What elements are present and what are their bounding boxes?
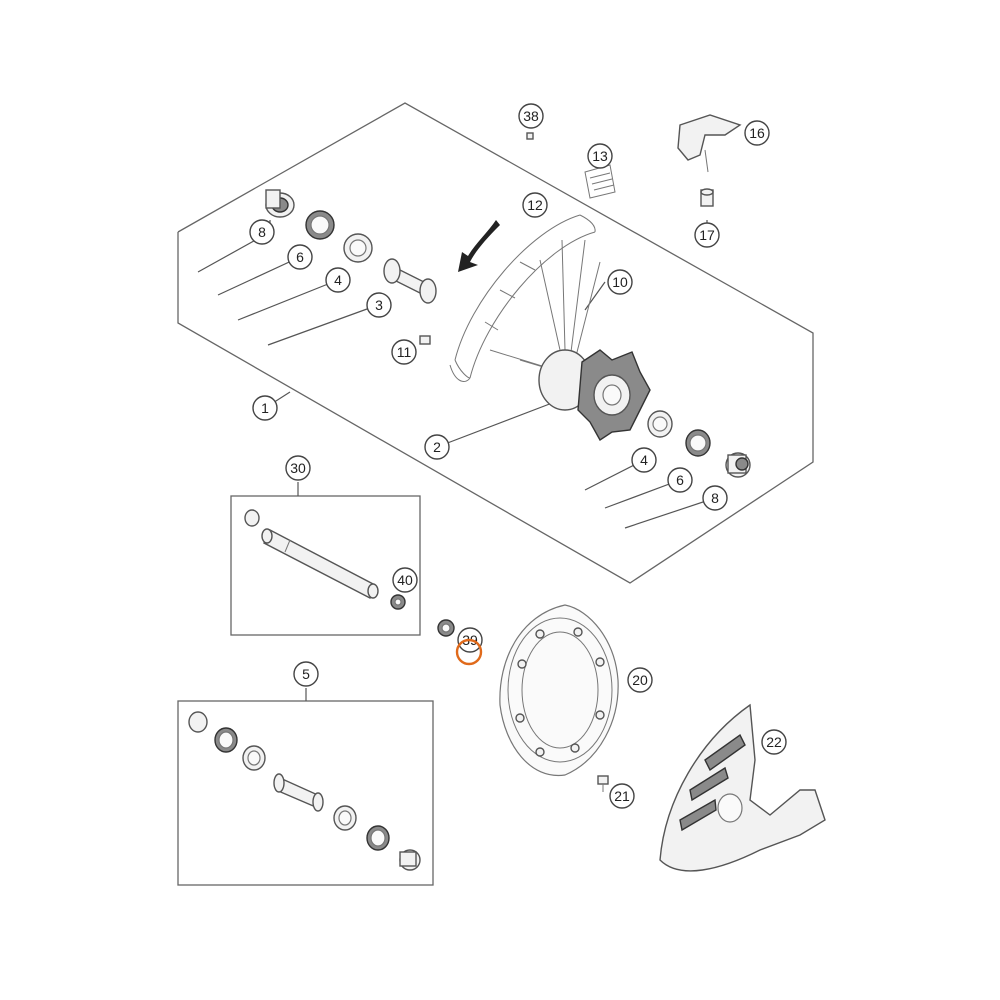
svg-text:12: 12: [527, 197, 543, 213]
spoke-nipple-11: [419, 335, 431, 345]
screw-38: [526, 132, 534, 140]
callout-8b: 8: [702, 485, 728, 511]
callout-20: 20: [627, 667, 653, 693]
svg-text:6: 6: [676, 472, 684, 488]
axle-kit-frame: [230, 495, 421, 636]
callout-12: 12: [522, 192, 548, 218]
sticker-13: [584, 164, 616, 199]
svg-text:8: 8: [711, 490, 719, 506]
bearing-4-upper: [343, 233, 373, 263]
callout-17: 17: [694, 222, 720, 248]
callout-8a: 8: [249, 219, 275, 245]
svg-text:8: 8: [258, 224, 266, 240]
disc-guard-22: [659, 703, 826, 872]
leader-lines: [197, 220, 716, 701]
svg-text:16: 16: [749, 125, 765, 141]
bushing-8-lower: [725, 452, 751, 478]
callout-30: 30: [285, 455, 311, 481]
callout-4b: 4: [631, 447, 657, 473]
spokes-10: [489, 239, 601, 373]
callout-6b: 6: [667, 467, 693, 493]
svg-text:13: 13: [592, 148, 608, 164]
bearing-kit-5-parts: [188, 711, 421, 871]
callout-11: 11: [391, 339, 417, 365]
nut-39: [437, 619, 455, 637]
callout-16: 16: [744, 120, 770, 146]
brake-disc-20: [499, 604, 619, 776]
callout-2: 2: [424, 434, 450, 460]
wheel-hub: [538, 349, 651, 442]
callout-22: 22: [761, 729, 787, 755]
callout-3: 3: [366, 292, 392, 318]
svg-text:38: 38: [523, 108, 539, 124]
callout-5: 5: [293, 661, 319, 687]
callout-6a: 6: [287, 244, 313, 270]
svg-text:1: 1: [261, 400, 269, 416]
axle-kit-30-parts: [244, 509, 406, 610]
callout-1: 1: [252, 395, 278, 421]
seal-6-lower: [685, 429, 711, 457]
svg-text:11: 11: [397, 344, 412, 360]
svg-text:2: 2: [433, 439, 441, 455]
svg-text:40: 40: [397, 572, 413, 588]
wheel-assembly-frame: [177, 102, 814, 584]
svg-text:4: 4: [640, 452, 648, 468]
svg-text:21: 21: [614, 788, 630, 804]
svg-text:3: 3: [375, 297, 383, 313]
callout-10: 10: [607, 269, 633, 295]
bushing-8-upper: [265, 189, 295, 218]
callout-21: 21: [609, 783, 635, 809]
direction-arrow-icon: [458, 220, 500, 272]
spacer-tube-3: [383, 258, 437, 304]
callout-13: 13: [587, 143, 613, 169]
wheel-rim-2: [449, 214, 596, 382]
svg-text:17: 17: [699, 227, 715, 243]
svg-text:4: 4: [334, 272, 342, 288]
svg-text:6: 6: [296, 249, 304, 265]
bearing-4-lower: [647, 410, 673, 438]
svg-text:10: 10: [612, 274, 628, 290]
svg-text:5: 5: [302, 666, 310, 682]
sensor-16: [677, 114, 742, 173]
svg-text:30: 30: [290, 460, 306, 476]
callout-38: 38: [518, 103, 544, 129]
screw-21: [597, 775, 609, 792]
bolt-17: [700, 188, 714, 207]
callout-40: 40: [392, 567, 418, 593]
seal-6-upper: [305, 210, 335, 240]
callout-4a: 4: [325, 267, 351, 293]
svg-text:22: 22: [766, 734, 782, 750]
highlight-ring: [455, 638, 483, 666]
svg-text:20: 20: [632, 672, 648, 688]
